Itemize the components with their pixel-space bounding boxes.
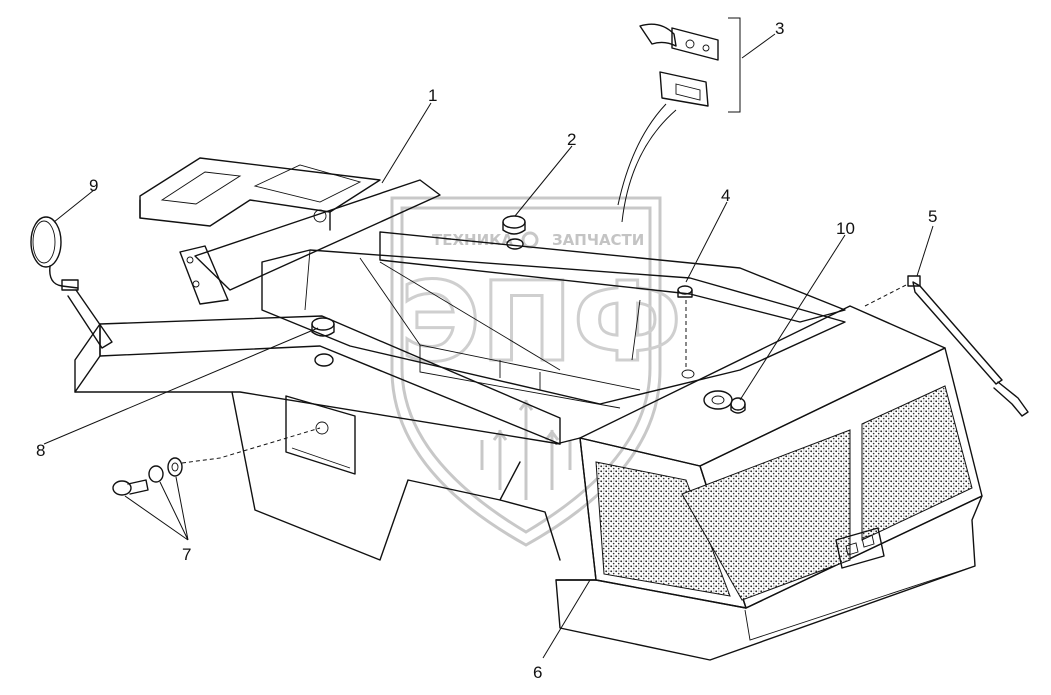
cab-floor-assembly [74, 179, 846, 561]
item-9-mirror [30, 216, 113, 349]
callout-3: 3 [775, 19, 784, 38]
watermark-text-right: ЗАПЧАСТИ [552, 231, 644, 249]
callout-2: 2 [567, 130, 576, 149]
item-7-fasteners [112, 427, 321, 496]
callout-4: 4 [721, 186, 730, 205]
callout-8: 8 [36, 441, 45, 460]
item-6-hood [555, 305, 983, 661]
item-8-cap [311, 317, 335, 367]
callout-6: 6 [533, 663, 542, 682]
item-4-plug [677, 285, 695, 379]
wheat-icon [480, 399, 572, 500]
item-5-gas-strut [864, 275, 1029, 417]
item-3-lock [617, 17, 741, 223]
callout-5: 5 [928, 207, 937, 226]
item-10-cap [730, 397, 746, 414]
callout-1: 1 [428, 86, 437, 105]
item-2-cap [502, 215, 526, 250]
callout-7: 7 [182, 545, 191, 564]
inspection-hatch [285, 395, 356, 475]
item-1-step-frame [139, 157, 381, 231]
callout-9: 9 [89, 176, 98, 195]
callout-10: 10 [836, 219, 855, 238]
leader-lines [43, 33, 934, 659]
callout-labels: 1 2 3 4 5 6 7 8 9 10 [36, 19, 937, 682]
watermark-text-left: ТЕХНИКА [432, 231, 513, 249]
